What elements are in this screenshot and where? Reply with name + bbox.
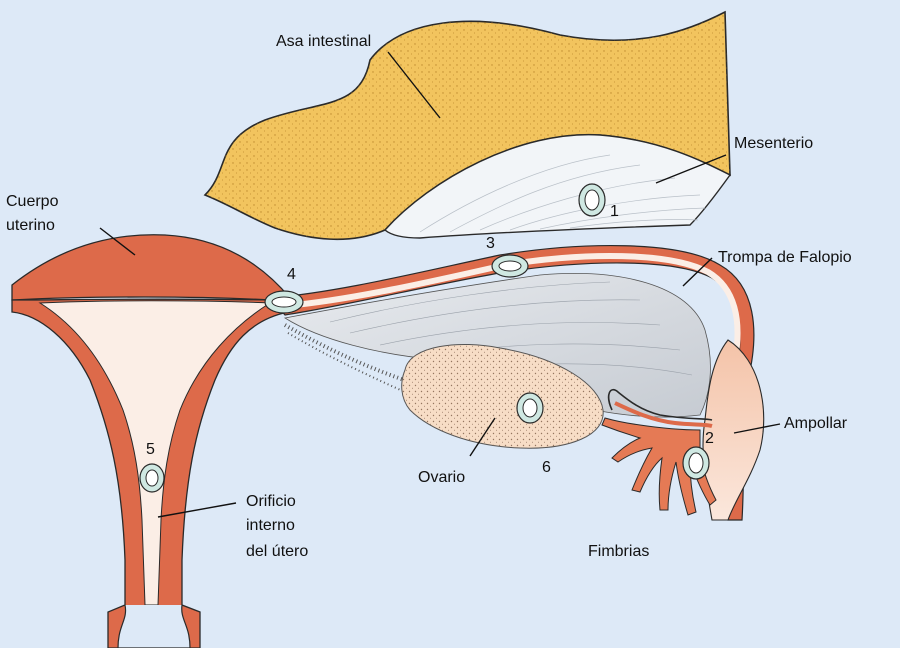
label-cuerpo: Cuerpo [6, 193, 59, 210]
label-ampollar: Ampollar [784, 415, 848, 432]
label-asa-intestinal: Asa intestinal [276, 33, 371, 50]
label-del-utero: del útero [246, 543, 308, 560]
embryo-site-3 [492, 255, 528, 277]
embryo-site-5 [140, 464, 164, 492]
label-fimbrias: Fimbrias [588, 543, 649, 560]
label-interno: interno [246, 517, 295, 534]
embryo-site-2 [683, 447, 709, 479]
label-trompa: Trompa de Falopio [718, 249, 852, 266]
site-number-5: 5 [146, 441, 155, 458]
label-mesenterio: Mesenterio [734, 135, 813, 152]
site-number-6: 6 [542, 459, 551, 476]
label-ovario: Ovario [418, 469, 465, 486]
site-number-2: 2 [705, 430, 714, 447]
embryo-site-1 [579, 184, 605, 216]
embryo-site-4 [265, 291, 303, 313]
site-number-1: 1 [610, 203, 619, 220]
site-number-4: 4 [287, 266, 296, 283]
site-number-3: 3 [486, 235, 495, 252]
label-orificio: Orificio [246, 493, 296, 510]
embryo-site-6 [517, 393, 543, 423]
label-uterino: uterino [6, 217, 55, 234]
